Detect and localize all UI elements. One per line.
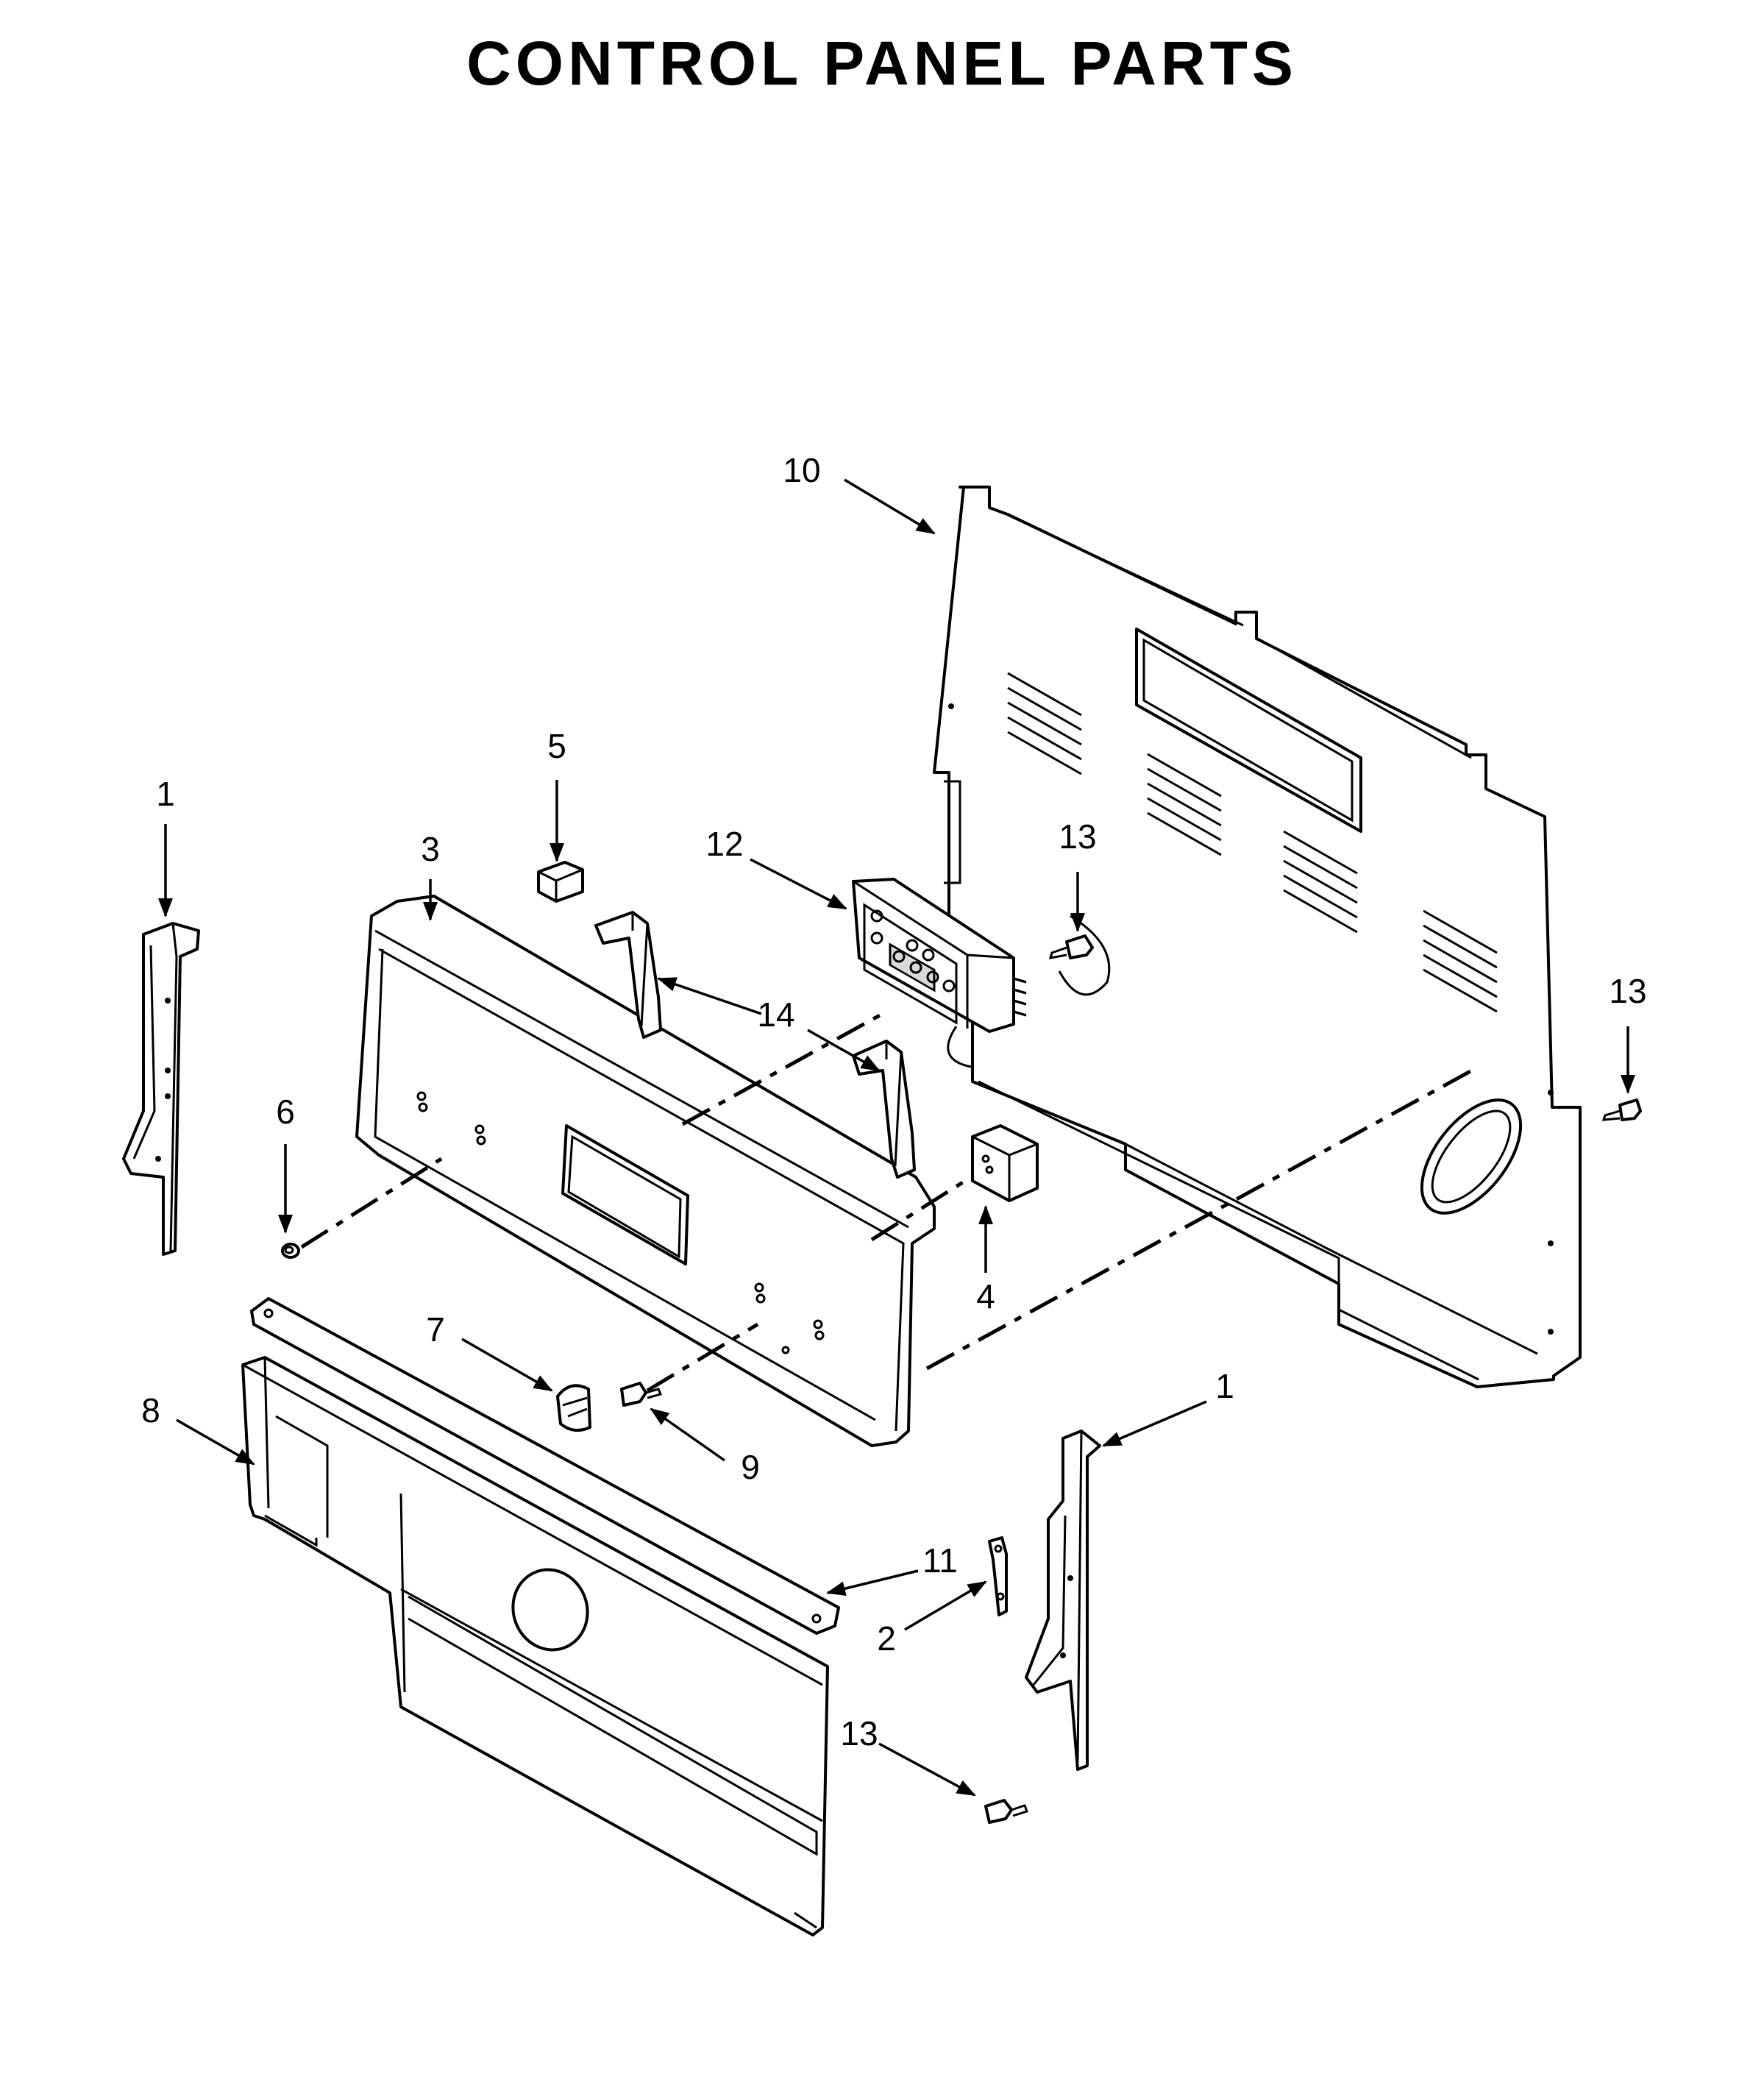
- relay-part: [971, 1124, 1039, 1202]
- callout-3: 3: [421, 830, 440, 868]
- callout-12: 12: [705, 825, 743, 863]
- callout-14: 14: [757, 995, 794, 1034]
- end-cap-right-part: [1025, 1430, 1101, 1771]
- screw-part-13-lower: [984, 1799, 1028, 1824]
- clip-part: [988, 1536, 1008, 1616]
- callout-10: 10: [783, 451, 820, 489]
- callout-5: 5: [547, 727, 566, 765]
- knob-part: [556, 1384, 591, 1432]
- control-board-part: [852, 878, 1027, 1068]
- screw-part-13-right: [1601, 1098, 1642, 1121]
- assembly-lines: [300, 1009, 1480, 1393]
- end-cap-left-part: [122, 922, 200, 1256]
- screw-part-13-upper: [1048, 915, 1111, 996]
- screw-part-9: [620, 1382, 663, 1407]
- diagram-title: CONTROL PANEL PARTS: [466, 29, 1298, 98]
- callout-1-right: 1: [1215, 1367, 1234, 1405]
- callout-4: 4: [976, 1277, 995, 1315]
- callout-13-lower: 13: [840, 1714, 878, 1753]
- callout-7: 7: [426, 1310, 445, 1349]
- callout-13-upper: 13: [1059, 817, 1096, 856]
- trim-strip-part: [250, 1297, 840, 1635]
- bracket-part-lower: [852, 1040, 916, 1179]
- callout-13-right: 13: [1609, 972, 1646, 1010]
- bracket-part-upper: [594, 911, 662, 1039]
- callout-8: 8: [141, 1391, 160, 1430]
- callout-2: 2: [877, 1619, 896, 1658]
- callout-9: 9: [741, 1448, 760, 1486]
- callout-11: 11: [922, 1541, 958, 1580]
- front-panel-part: [241, 1356, 829, 1936]
- callout-1-left: 1: [156, 775, 175, 813]
- callouts: 10 5 1 3 12 13 13 14 6 4 7 8 9 1 11 2 13: [141, 451, 1646, 1753]
- switch-part: [537, 861, 584, 903]
- console-panel-part: [355, 895, 936, 1447]
- leader-arrows: [158, 478, 1635, 1797]
- rear-panel-part: [933, 486, 1582, 1388]
- plug-part: [281, 1243, 300, 1259]
- callout-6: 6: [276, 1093, 295, 1131]
